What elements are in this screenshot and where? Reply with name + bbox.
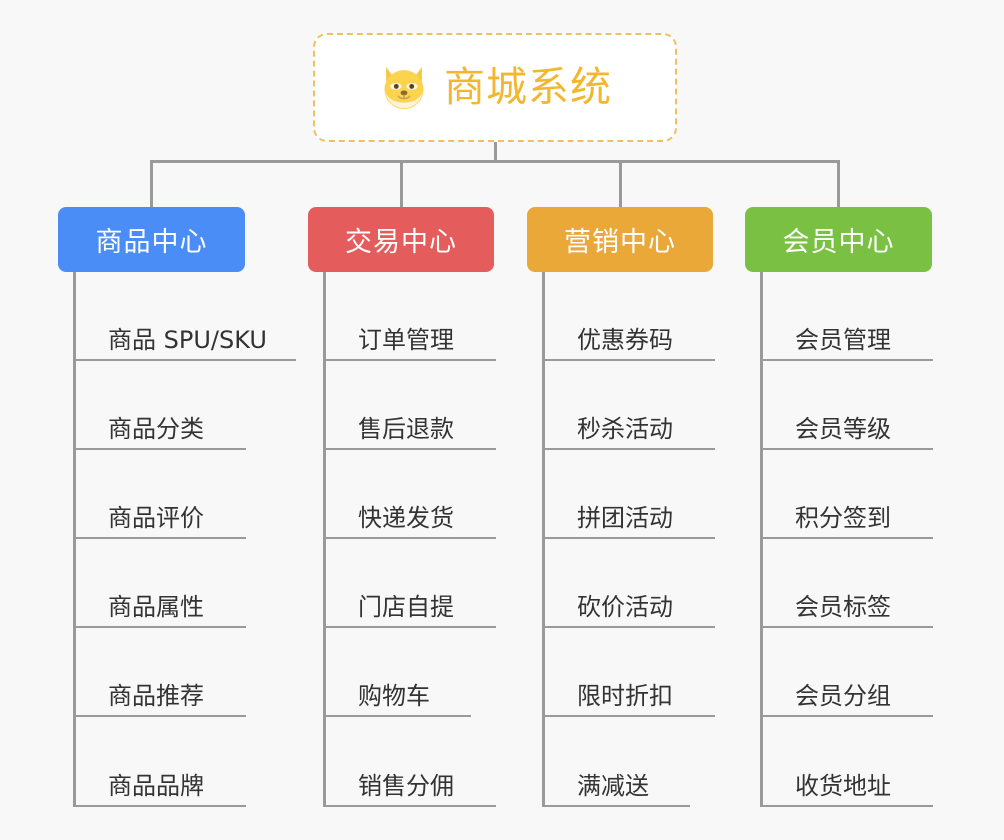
list-item[interactable]: 优惠券码: [545, 272, 715, 361]
shiba-dog-face-icon: [384, 66, 424, 109]
list-item-label: 积分签到: [795, 503, 891, 532]
list-item-label: 商品属性: [108, 592, 204, 621]
list-item[interactable]: 秒杀活动: [545, 361, 715, 450]
list-item-label: 会员分组: [795, 681, 891, 710]
category-header-2-label: 交易中心: [345, 227, 457, 258]
list-item-label: 会员管理: [795, 325, 891, 354]
list-item[interactable]: 拼团活动: [545, 450, 715, 539]
category-branch-2: 订单管理 售后退款 快递发货 门店自提 购物车 销售分佣: [323, 272, 538, 807]
list-item[interactable]: 收货地址: [763, 717, 933, 807]
list-item[interactable]: 快递发货: [326, 450, 496, 539]
list-item[interactable]: 销售分佣: [326, 717, 496, 807]
list-item-label: 优惠券码: [577, 325, 673, 354]
category-header-1[interactable]: 商品中心: [58, 207, 245, 272]
list-item-label: 砍价活动: [577, 592, 673, 621]
list-item[interactable]: 积分签到: [763, 450, 933, 539]
list-item-label: 购物车: [358, 681, 430, 710]
category-branch-3: 优惠券码 秒杀活动 拼团活动 砍价活动 限时折扣 满减送: [542, 272, 757, 807]
list-item-label: 满减送: [577, 771, 649, 800]
list-item-label: 门店自提: [358, 592, 454, 621]
list-item-label: 拼团活动: [577, 503, 673, 532]
list-item-label: 收货地址: [795, 771, 891, 800]
root-title: 商城系统: [444, 63, 612, 111]
connector-drop-3: [619, 160, 622, 208]
list-item[interactable]: 商品 SPU/SKU: [76, 272, 296, 361]
connector-root-stem: [494, 142, 497, 162]
list-item[interactable]: 满减送: [545, 717, 690, 807]
list-item[interactable]: 砍价活动: [545, 539, 715, 628]
category-header-3[interactable]: 营销中心: [527, 207, 713, 272]
category-column-3: 营销中心 优惠券码 秒杀活动 拼团活动 砍价活动 限时折扣 满减送: [527, 207, 757, 807]
list-item-label: 会员等级: [795, 414, 891, 443]
category-header-2[interactable]: 交易中心: [308, 207, 494, 272]
list-item-label: 会员标签: [795, 592, 891, 621]
list-item[interactable]: 门店自提: [326, 539, 496, 628]
connector-horizontal-bus: [150, 160, 840, 163]
category-header-4[interactable]: 会员中心: [745, 207, 932, 272]
category-column-4: 会员中心 会员管理 会员等级 积分签到 会员标签 会员分组 收货地址: [745, 207, 975, 807]
category-branch-4: 会员管理 会员等级 积分签到 会员标签 会员分组 收货地址: [760, 272, 975, 807]
list-item-label: 限时折扣: [577, 681, 673, 710]
connector-drop-1: [150, 160, 153, 208]
list-item[interactable]: 会员分组: [763, 628, 933, 717]
list-item-label: 商品评价: [108, 503, 204, 532]
list-item[interactable]: 商品分类: [76, 361, 246, 450]
list-item[interactable]: 订单管理: [326, 272, 496, 361]
list-item-label: 商品 SPU/SKU: [108, 325, 267, 354]
list-item-label: 快递发货: [358, 503, 454, 532]
category-header-3-label: 营销中心: [564, 227, 676, 258]
list-item-label: 秒杀活动: [577, 414, 673, 443]
category-branch-1: 商品 SPU/SKU 商品分类 商品评价 商品属性 商品推荐 商品品牌: [73, 272, 308, 807]
list-item[interactable]: 商品属性: [76, 539, 246, 628]
list-item[interactable]: 购物车: [326, 628, 471, 717]
category-column-1: 商品中心 商品 SPU/SKU 商品分类 商品评价 商品属性 商品推荐 商品品牌: [58, 207, 308, 807]
list-item[interactable]: 商品评价: [76, 450, 246, 539]
list-item-label: 商品品牌: [108, 771, 204, 800]
list-item[interactable]: 会员管理: [763, 272, 933, 361]
category-header-1-label: 商品中心: [95, 227, 208, 258]
list-item-label: 售后退款: [358, 414, 454, 443]
list-item-label: 销售分佣: [358, 771, 454, 800]
category-header-4-label: 会员中心: [782, 227, 895, 258]
category-column-2: 交易中心 订单管理 售后退款 快递发货 门店自提 购物车 销售分佣: [308, 207, 538, 807]
root-node[interactable]: 商城系统: [313, 33, 677, 142]
list-item-label: 商品推荐: [108, 681, 204, 710]
list-item[interactable]: 会员标签: [763, 539, 933, 628]
list-item[interactable]: 商品推荐: [76, 628, 246, 717]
list-item[interactable]: 会员等级: [763, 361, 933, 450]
list-item-label: 商品分类: [108, 414, 204, 443]
list-item[interactable]: 限时折扣: [545, 628, 715, 717]
connector-drop-2: [400, 160, 403, 208]
list-item-label: 订单管理: [358, 325, 454, 354]
list-item[interactable]: 售后退款: [326, 361, 496, 450]
list-item[interactable]: 商品品牌: [76, 717, 246, 807]
connector-drop-4: [837, 160, 840, 208]
